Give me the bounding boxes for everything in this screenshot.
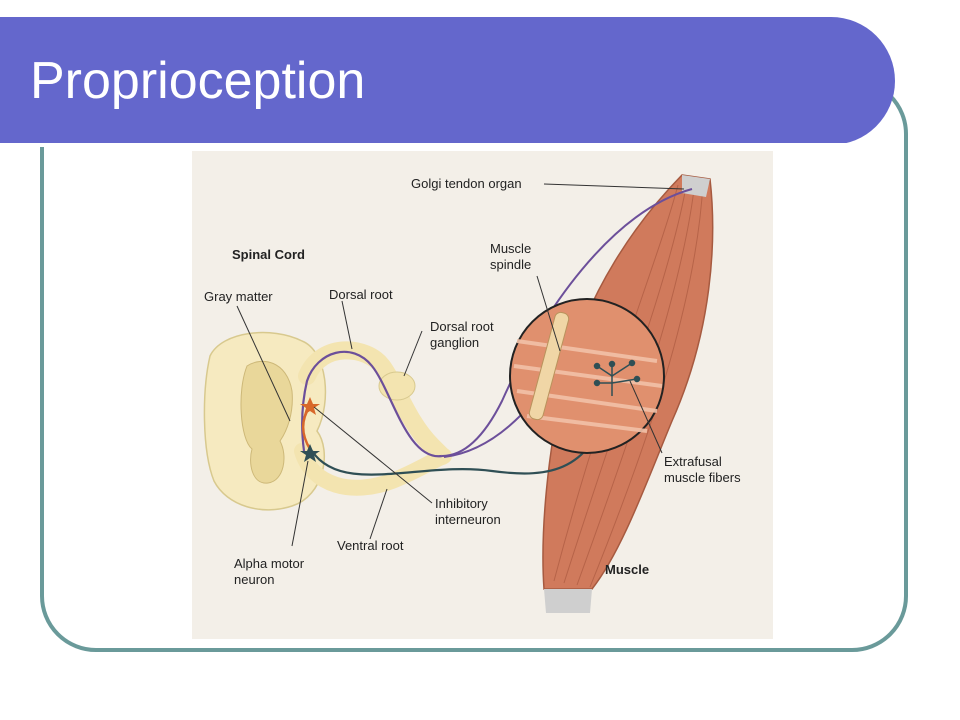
label-inhibitory-2: interneuron — [435, 512, 501, 527]
sensory-nerve-spindle — [301, 350, 443, 458]
label-gray-matter: Gray matter — [204, 289, 273, 304]
page-title: Proprioception — [30, 52, 366, 110]
label-spinal-cord: Spinal Cord — [232, 247, 305, 262]
leader-lines — [236, 183, 685, 547]
alpha-motor-neuron-star — [300, 444, 320, 462]
extrafusal-nerve-endings — [593, 359, 641, 396]
label-muscle: Muscle — [605, 562, 649, 577]
label-extrafusal-1: Extrafusal — [664, 454, 722, 469]
title-underline — [0, 143, 848, 147]
label-golgi-tendon-organ: Golgi tendon organ — [411, 176, 522, 191]
proprioception-diagram: Golgi tendon organ Spinal Cord Muscle sp… — [192, 151, 773, 639]
label-muscle-spindle-2: spindle — [490, 257, 531, 272]
title-bar: Proprioception — [0, 17, 895, 147]
label-alpha-motor-1: Alpha motor — [234, 556, 305, 571]
ventral-root — [294, 443, 452, 496]
lower-tendon — [544, 589, 592, 613]
diagram-svg: Golgi tendon organ Spinal Cord Muscle sp… — [203, 174, 741, 613]
gray-matter — [240, 360, 293, 484]
label-alpha-motor-2: neuron — [234, 572, 274, 587]
label-dorsal-root-ganglion-1: Dorsal root — [430, 319, 494, 334]
dorsal-root — [298, 341, 451, 465]
label-extrafusal-2: muscle fibers — [664, 470, 741, 485]
label-muscle-spindle-1: Muscle — [490, 241, 531, 256]
muscle-spindle — [528, 311, 570, 421]
interneuron-star — [300, 397, 320, 415]
label-dorsal-root-ganglion-2: ganglion — [430, 335, 479, 350]
label-inhibitory-1: Inhibitory — [435, 496, 488, 511]
label-dorsal-root: Dorsal root — [329, 287, 393, 302]
label-ventral-root: Ventral root — [337, 538, 404, 553]
upper-tendon — [682, 175, 710, 197]
